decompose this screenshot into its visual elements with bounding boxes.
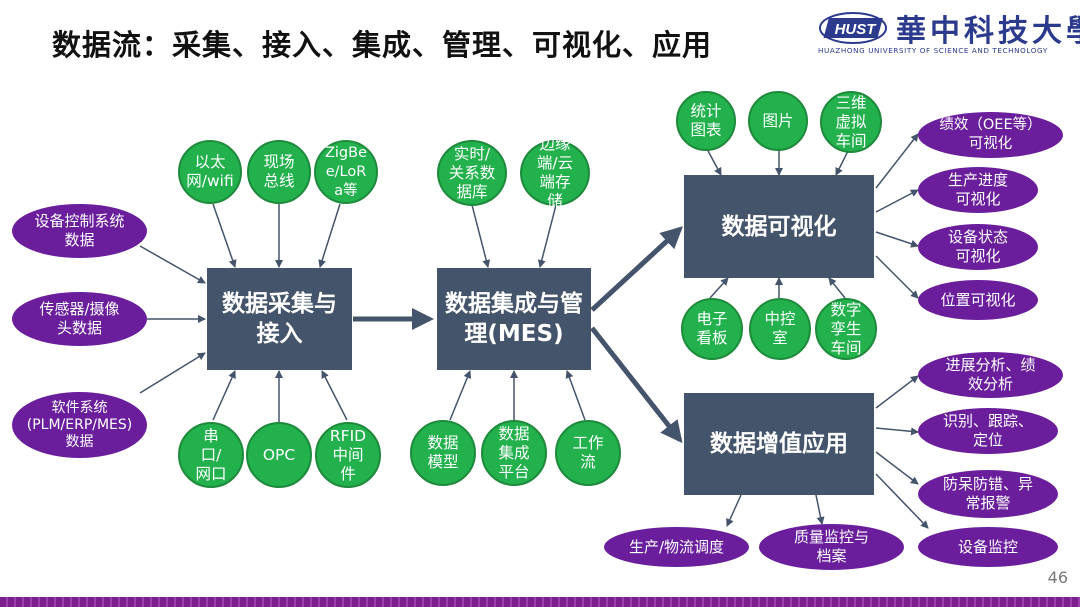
visual-statistics-chart: 统计图表 [676,91,736,151]
collect-zigbee-lora: ZigBee/LoRa等 [314,140,378,204]
visual-control-room: 中控室 [749,298,811,360]
hust-emblem-icon: HUST [819,12,887,44]
integrate-workflow: 工作流 [555,420,621,486]
output-oee-visual: 绩效（OEE等）可视化 [918,112,1063,158]
logo-chinese-name: 華中科技大學 [896,14,1080,49]
value-application-box: 数据增值应用 [684,393,874,495]
apply-production-logistics-scheduling: 生产/物流调度 [604,527,749,567]
collect-opc: OPC [246,422,312,488]
page-title: 数据流：采集、接入、集成、管理、可视化、应用 [52,28,713,62]
output-progress-visual: 生产进度可视化 [918,167,1038,213]
integrate-edge-cloud-storage: 边缘端/云端存储 [520,135,590,210]
university-logo: HUST 華中科技大學 HUAZHONG UNIVERSITY OF SCIEN… [818,8,1080,60]
output-device-status-visual: 设备状态可视化 [918,224,1038,270]
collect-access-box: 数据采集与接入 [207,268,352,370]
footer-bar [0,597,1080,607]
visual-digital-twin: 数字孪生车间 [815,298,877,360]
apply-identify-track-locate: 识别、跟踪、定位 [918,408,1058,454]
apply-device-monitoring: 设备监控 [918,527,1058,567]
collect-serial-port: 串口/网口 [178,422,244,488]
visual-image: 图片 [748,91,808,151]
integrate-platform: 数据集成平台 [481,420,547,486]
visualization-box: 数据可视化 [684,175,874,278]
logo-english-name: HUAZHONG UNIVERSITY OF SCIENCE AND TECHN… [818,46,1048,55]
output-location-visual: 位置可视化 [918,280,1038,320]
source-sensor-camera: 传感器/摄像头数据 [12,292,147,346]
collect-ethernet-wifi: 以太网/wifi [178,140,242,204]
apply-quality-monitoring-archive: 质量监控与档案 [759,524,904,570]
integrate-database: 实时/关系数据库 [437,140,507,206]
visual-e-board: 电子看板 [681,298,743,360]
collect-rfid-middleware: RFID中间件 [315,422,381,488]
svg-text:HUST: HUST [835,21,878,38]
page-number: 46 [1047,568,1068,587]
source-software-system: 软件系统(PLM/ERP/MES)数据 [12,392,147,458]
collect-fieldbus: 现场总线 [247,140,311,204]
integrate-data-model: 数据模型 [410,420,476,486]
integrate-manage-box: 数据集成与管理(MES) [437,268,591,370]
apply-error-proof-alarm: 防呆防错、异常报警 [918,470,1058,518]
visual-3d-virtual-workshop: 三维虚拟车间 [820,91,882,153]
apply-progress-performance: 进展分析、绩效分析 [918,352,1063,398]
source-device-control: 设备控制系统数据 [12,204,147,258]
